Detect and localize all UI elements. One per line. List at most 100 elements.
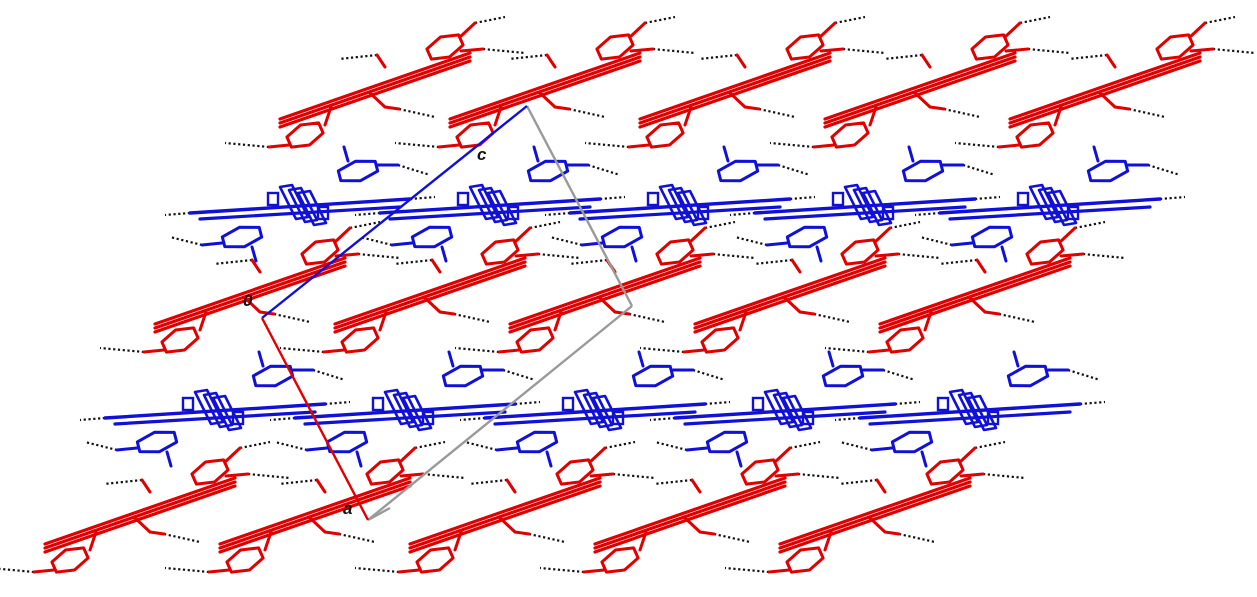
hydrogen-bond — [164, 211, 191, 217]
hydrogen-bond — [604, 440, 636, 450]
red-substituent — [798, 310, 816, 316]
hydrogen-bond — [599, 195, 626, 201]
blue-stack-box — [1046, 189, 1078, 227]
red-stack-bond — [878, 260, 1072, 330]
hydrogen-bond — [278, 478, 318, 486]
blue-edge-bond — [753, 197, 977, 215]
red-molecule — [207, 446, 425, 574]
red-molecule — [812, 21, 1030, 149]
blue-stack-box — [316, 205, 330, 221]
hydrogen-bond — [269, 416, 296, 422]
red-substituent — [983, 310, 1001, 316]
blue-molecule — [858, 350, 1082, 468]
red-stack-bond — [408, 476, 602, 546]
blue-molecule — [293, 350, 517, 468]
blue-ring — [1006, 364, 1050, 388]
blue-stack-box — [843, 183, 875, 221]
red-ring — [600, 546, 640, 574]
red-molecule — [497, 226, 715, 354]
hydrogen-bond — [453, 312, 491, 324]
hydrogen-bond — [1019, 15, 1051, 25]
blue-edge-bond — [188, 197, 412, 215]
hydrogen-bond — [164, 566, 210, 574]
hydrogen-bond — [1128, 107, 1166, 119]
blue-stack-box — [591, 394, 623, 432]
axis-c-label: c — [477, 145, 487, 164]
red-substituent — [458, 21, 477, 39]
hydrogen-bond — [549, 235, 583, 247]
blue-substituent — [907, 145, 915, 163]
red-ring — [655, 238, 695, 266]
hydrogen-bond — [962, 163, 996, 177]
hydrogen-bond — [398, 107, 436, 119]
hydrogen-bond — [712, 252, 756, 260]
hydrogen-bond — [713, 532, 751, 544]
red-substituent — [589, 472, 615, 478]
red-stack-bond — [778, 484, 972, 554]
blue-substituent — [355, 450, 363, 468]
blue-stack-box — [231, 410, 245, 426]
red-substituent — [588, 446, 607, 464]
red-substituent — [683, 105, 693, 127]
blue-stack-box — [611, 410, 625, 426]
red-substituent — [32, 568, 56, 574]
hydrogen-bond — [704, 400, 731, 406]
hydrogen-bond — [338, 53, 378, 61]
red-ring — [785, 546, 825, 574]
hydrogen-bond — [213, 258, 253, 266]
hydrogen-bond — [279, 346, 325, 354]
hydrogen-bond — [919, 235, 953, 247]
hydrogen-bond — [838, 478, 878, 486]
red-substituent — [868, 516, 887, 534]
red-substituent — [790, 258, 802, 274]
cell-edge-grey-top — [525, 105, 634, 307]
blue-stack-box — [676, 189, 708, 227]
hydrogen-bond — [349, 220, 381, 230]
hydrogen-bond — [247, 472, 291, 480]
hydrogen-bond — [422, 472, 466, 480]
hydrogen-bond — [649, 416, 676, 422]
blue-stack-box — [646, 191, 660, 207]
red-substituent — [493, 105, 503, 127]
blue-stack-box — [881, 205, 895, 221]
red-substituent — [333, 226, 352, 244]
hydrogen-bond — [653, 478, 693, 486]
red-substituent — [133, 516, 152, 534]
red-substituent — [875, 478, 887, 494]
hydrogen-bond — [584, 141, 630, 149]
hydrogen-bond — [882, 368, 916, 382]
blue-substituent — [342, 145, 350, 163]
axis-a-line — [260, 317, 370, 521]
blue-molecule — [103, 350, 327, 468]
blue-substituent — [390, 241, 414, 247]
hydrogen-bond — [753, 258, 793, 266]
red-substituent — [1188, 21, 1207, 39]
hydrogen-bond — [1067, 368, 1101, 382]
red-stack-bond — [448, 59, 642, 129]
blue-stack-box — [193, 388, 225, 426]
hydrogen-bond — [889, 220, 921, 230]
blue-substituent — [630, 245, 638, 263]
axis-c-line — [261, 105, 528, 319]
blue-substituent — [735, 450, 743, 468]
hydrogen-bond — [758, 107, 796, 119]
blue-stack-box — [1066, 205, 1080, 221]
blue-substituent — [250, 245, 258, 263]
hydrogen-bond — [734, 235, 768, 247]
blue-substituent — [920, 450, 928, 468]
blue-stack-box — [573, 388, 605, 426]
blue-stack-box — [506, 205, 520, 221]
hydrogen-bond — [414, 440, 446, 450]
red-substituent — [629, 47, 655, 53]
red-substituent — [322, 348, 346, 354]
blue-ring — [821, 364, 865, 388]
blue-substituent — [1012, 350, 1020, 368]
blue-stack-box — [948, 388, 980, 426]
hydrogen-bond — [824, 346, 870, 354]
red-substituent — [553, 105, 571, 111]
red-stack-bond — [508, 264, 702, 334]
blue-stack-box — [696, 205, 710, 221]
red-molecule — [322, 226, 540, 354]
red-substituent — [198, 310, 208, 332]
blue-stack-box — [561, 396, 575, 412]
